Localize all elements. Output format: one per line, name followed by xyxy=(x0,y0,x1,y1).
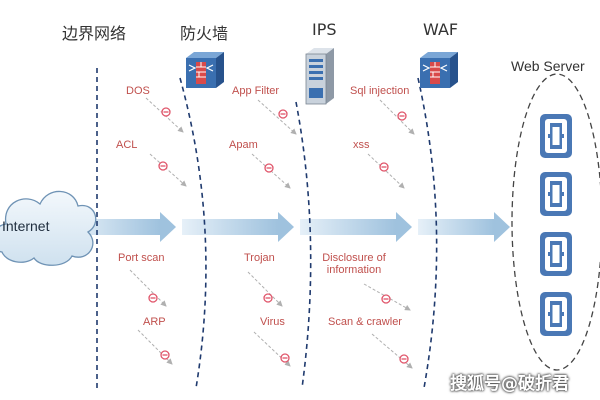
header-firewall: 防火墙 xyxy=(180,24,229,43)
threat-marker-scan-crawler xyxy=(371,333,413,369)
threat-label-trojan: Trojan xyxy=(244,252,275,264)
threat-marker-sql-injection xyxy=(379,99,415,135)
header-web-server: Web Server xyxy=(511,58,585,74)
ips-device-icon xyxy=(305,48,334,105)
threat-marker-arp xyxy=(137,329,173,365)
threat-marker-app-filter xyxy=(257,99,297,135)
header-waf: WAF xyxy=(423,20,459,39)
internet-label: Internet xyxy=(2,218,50,234)
ips-boundary-line xyxy=(295,101,312,389)
threat-marker-disclosure xyxy=(363,283,411,311)
firewall-device-icon xyxy=(186,52,224,88)
threat-label-disclosure-line1: Disclosure of xyxy=(322,252,386,264)
threat-label-dos: DOS xyxy=(126,85,150,97)
server-icon xyxy=(540,292,572,336)
threat-label-acl: ACL xyxy=(116,139,138,151)
server-icon xyxy=(540,232,572,276)
server-icon xyxy=(540,114,572,158)
internet-cloud-icon xyxy=(0,190,97,266)
flow-arrow-2 xyxy=(182,212,294,242)
threat-marker-trojan xyxy=(247,271,283,307)
watermark: 搜狐号@破折君 xyxy=(450,374,569,394)
flow-arrow-3 xyxy=(300,212,412,242)
threat-label-scan-crawler: Scan & crawler xyxy=(328,316,402,328)
threat-label-arp: ARP xyxy=(143,316,166,328)
threat-label-disclosure: Disclosure of information xyxy=(316,252,392,276)
threat-label-disclosure-line2: information xyxy=(326,264,382,276)
threat-marker-virus xyxy=(253,331,291,367)
threat-label-apam: Apam xyxy=(229,139,258,151)
waf-device-icon xyxy=(420,52,458,88)
threat-marker-xss xyxy=(367,153,405,189)
threat-marker-apam xyxy=(251,153,291,189)
waf-boundary-line xyxy=(417,77,438,389)
threat-label-xss: xss xyxy=(353,139,370,151)
threat-label-app-filter: App Filter xyxy=(232,85,280,97)
threat-marker-port-scan xyxy=(129,269,167,307)
threat-label-sql-injection: Sql injection xyxy=(350,85,410,97)
server-icon xyxy=(540,172,572,216)
web-server-group-ellipse xyxy=(511,73,600,371)
header-ips: IPS xyxy=(312,20,337,39)
traffic-flow-arrows xyxy=(70,212,510,242)
threat-marker-acl xyxy=(149,153,187,187)
boundary-lines xyxy=(96,68,438,389)
web-server-icons xyxy=(540,114,572,336)
flow-arrow-4 xyxy=(418,212,510,242)
threat-block-markers xyxy=(129,97,415,369)
header-boundary-network: 边界网络 xyxy=(62,24,127,43)
firewall-boundary-line xyxy=(179,77,207,389)
threat-marker-dos xyxy=(145,97,184,133)
threat-label-port-scan: Port scan xyxy=(118,252,165,264)
threat-label-virus: Virus xyxy=(260,316,285,328)
